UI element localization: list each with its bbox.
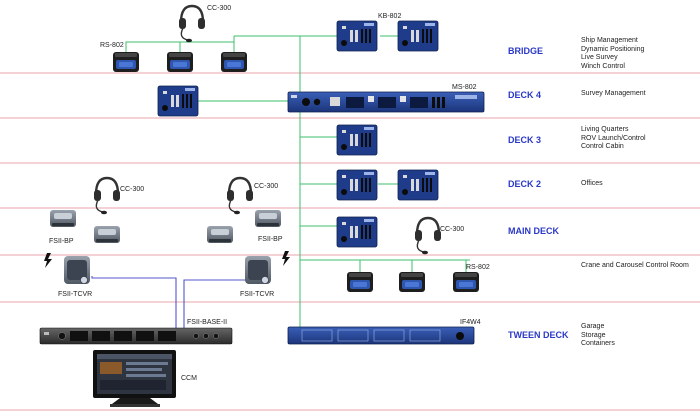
lightning-icon-mid <box>282 251 290 266</box>
deck-areas-deck2: Offices <box>581 180 603 189</box>
deck-name-deck3: DECK 3 <box>508 135 542 145</box>
cc300-bridge-headset <box>177 4 207 44</box>
label-ms802: MS-802 <box>452 84 477 91</box>
rs802-main-station-3 <box>453 272 479 292</box>
area-item: Living Quarters <box>581 126 629 133</box>
fsii-tcvr-mid <box>244 255 272 285</box>
label-rs802-main: RS-802 <box>466 264 490 271</box>
maindeck-keypanel <box>336 216 378 248</box>
label-cc300-bridge: CC-300 <box>207 5 232 12</box>
deck-areas-main-deck: Crane and Carousel Control Room <box>581 262 689 271</box>
rs802-bridge-station-1 <box>113 52 139 72</box>
fsii-tcvr-left <box>63 255 91 285</box>
label-cc300-mid: CC-300 <box>254 183 279 190</box>
area-item: Live Survey <box>581 54 618 62</box>
deck-areas-deck4: Survey Management <box>581 90 646 99</box>
rs802-main-station-2 <box>399 272 425 292</box>
ms802-master-station <box>287 91 485 113</box>
rs802-main-station-1 <box>347 272 373 292</box>
label-cc300-left: CC-300 <box>120 186 145 193</box>
label-ccm: CCM <box>181 375 197 382</box>
cc300-mid-headset <box>225 176 255 216</box>
deck3-keypanel <box>336 124 378 156</box>
label-fsii-tcvr-mid: FSII-TCVR <box>240 291 275 298</box>
deck-areas-tween-deck: Garage Storage Containers <box>581 323 615 349</box>
deck-name-bridge: BRIDGE <box>508 46 544 56</box>
label-fsii-tcvr-left: FSII-TCVR <box>58 291 93 298</box>
ccm-laptop-icon <box>93 350 176 407</box>
area-item: Dynamic Positioning <box>581 45 645 53</box>
rs802-bridge-station-3 <box>221 52 247 72</box>
area-item: Winch Control <box>581 62 625 70</box>
area-item: Containers <box>581 340 615 348</box>
area-item: Ship Management <box>581 37 638 44</box>
deck2-keypanel-2 <box>397 169 439 201</box>
fsii-bp-mid-2 <box>255 210 281 227</box>
kb802-panel-2 <box>397 20 439 52</box>
label-kb802: KB-802 <box>378 13 402 20</box>
if4w4-interface <box>287 326 475 345</box>
deck-name-deck2: DECK 2 <box>508 179 542 189</box>
fsii-base-ii-unit <box>39 327 233 345</box>
area-item: Storage <box>581 331 606 339</box>
label-fsii-base: FSII-BASE-II <box>187 319 228 326</box>
area-item: Survey Management <box>581 90 646 97</box>
deck4-keypanel <box>157 85 199 117</box>
deck-name-deck4: DECK 4 <box>508 90 542 100</box>
deck-areas-deck3: Living Quarters ROV Launch/Control Contr… <box>581 126 646 152</box>
fsii-bp-mid-1 <box>207 226 233 243</box>
deck-dividers <box>0 72 700 411</box>
label-fsii-bp-left: FSII-BP <box>49 238 74 245</box>
fsii-bp-left-2 <box>94 226 120 243</box>
area-item: Control Cabin <box>581 143 624 151</box>
label-fsii-bp-mid: FSII-BP <box>258 236 283 243</box>
kb802-panel-1 <box>336 20 378 52</box>
label-cc300-main: CC-300 <box>440 226 465 233</box>
deck2-keypanel-1 <box>336 169 378 201</box>
deck-name-tween-deck: TWEEN DECK <box>508 330 569 340</box>
area-item: Crane and Carousel Control Room <box>581 262 689 269</box>
cc300-left-headset <box>92 176 122 216</box>
area-item: Offices <box>581 180 603 187</box>
deck-areas-bridge: Ship Management Dynamic Positioning Live… <box>581 37 644 71</box>
area-item: Garage <box>581 323 605 330</box>
rs802-bridge-station-2 <box>167 52 193 72</box>
deck-name-main-deck: MAIN DECK <box>508 226 559 236</box>
label-if4w4: IF4W4 <box>460 319 481 326</box>
fsii-bp-left-1 <box>50 210 76 227</box>
area-item: ROV Launch/Control <box>581 134 646 142</box>
cc300-main-headset <box>413 216 443 256</box>
label-rs802-bridge: RS-802 <box>100 42 124 49</box>
